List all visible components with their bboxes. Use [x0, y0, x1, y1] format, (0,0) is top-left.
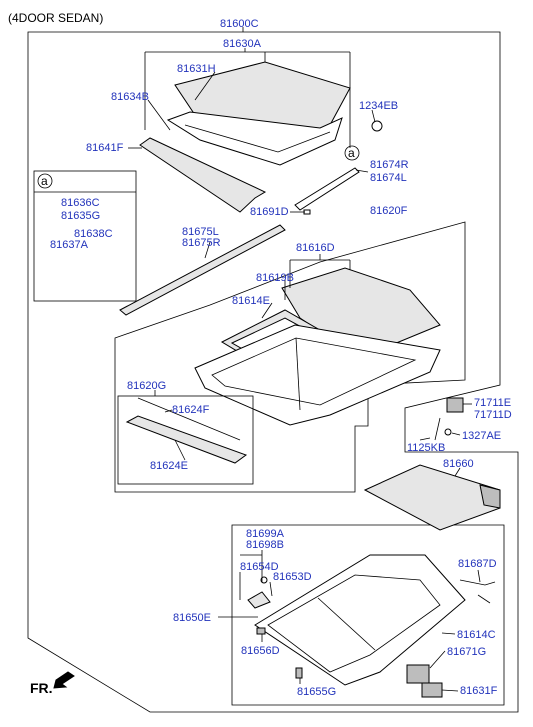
- label-81675r: 81675R: [182, 237, 221, 249]
- label-81619b: 81619B: [256, 272, 294, 284]
- label-81675l: 81675L: [182, 226, 219, 238]
- page-title: (4DOOR SEDAN): [8, 11, 103, 25]
- detail-box-a: [33, 170, 137, 302]
- label-81631h: 81631H: [177, 63, 216, 75]
- motor-frame-inner: [267, 574, 441, 673]
- leader-1327ae: [451, 432, 461, 436]
- leader-81687d: [477, 569, 481, 583]
- leader-81614e: [261, 302, 273, 319]
- label-71711d: 71711D: [474, 409, 512, 421]
- label-1327ae: 1327AE: [462, 430, 501, 442]
- label-81614c: 81614C: [457, 629, 496, 641]
- screw-81653d: [260, 576, 268, 584]
- leader-81660: [454, 467, 461, 477]
- leader-1125kb: [419, 437, 431, 441]
- leader-81671g: [429, 650, 446, 669]
- guide-81654d: [247, 591, 271, 609]
- label-81634b: 81634B: [111, 91, 149, 103]
- rear-strip-81624f: [137, 397, 241, 441]
- label-81635g: 81635G: [61, 210, 100, 222]
- leader-81653d: [269, 581, 273, 597]
- label-81630a: 81630A: [223, 38, 262, 50]
- label-81641f: 81641F: [86, 142, 124, 154]
- label-81624f: 81624F: [172, 404, 210, 416]
- rear-glass-81616d: [281, 267, 441, 359]
- label-81654d: 81654D: [240, 561, 279, 573]
- label-81698b: 81698B: [246, 539, 284, 551]
- leader-81614c: [441, 632, 456, 635]
- label-81699a: 81699A: [246, 528, 285, 540]
- leader-81675: [204, 241, 211, 259]
- hose-81687d-end: [477, 594, 491, 604]
- motor-frame-81650e: [254, 554, 466, 686]
- direction-label: FR.: [30, 680, 53, 696]
- label-81631f: 81631F: [460, 685, 498, 697]
- direction-arrow-icon: [53, 671, 75, 689]
- label-81600c: 81600C: [220, 18, 259, 30]
- label-81614e: 81614E: [232, 295, 270, 307]
- hose-81687d: [459, 579, 496, 586]
- label-81637a: 81637A: [50, 239, 89, 251]
- bracket-71711: [446, 397, 464, 413]
- label-81687d: 81687D: [458, 558, 497, 570]
- detail-marker-letter: a: [41, 174, 48, 188]
- rear-strip-box: [117, 395, 254, 485]
- outer-assembly-boundary: [27, 31, 519, 713]
- leader-81631f: [441, 689, 459, 692]
- label-81691d: 81691D: [250, 206, 289, 218]
- label-81638c: 81638C: [74, 228, 113, 240]
- label-81656d: 81656D: [241, 645, 280, 657]
- label-81616d: 81616D: [296, 242, 335, 254]
- label-1234eb: 1234EB: [359, 100, 398, 112]
- label-81636c: 81636C: [61, 197, 100, 209]
- label-81671g: 81671G: [447, 646, 486, 658]
- label-81653d: 81653D: [273, 571, 312, 583]
- label-81655g: 81655G: [297, 686, 336, 698]
- label-81620f: 81620F: [370, 205, 408, 217]
- leader-81624e: [174, 439, 186, 461]
- seal-strip-81674: [294, 167, 360, 211]
- clip-1234eb: [371, 120, 383, 132]
- label-81674l: 81674L: [370, 172, 407, 184]
- motor-81671g: [406, 664, 430, 684]
- sunroof-frame-crossbar: [295, 337, 301, 411]
- label-81624e: 81624E: [150, 460, 188, 472]
- callout-a-letter: a: [348, 146, 355, 160]
- leader-81631h: [194, 71, 216, 101]
- label-71711e: 71711E: [474, 397, 511, 409]
- glass-frame-inner-edge: [184, 124, 331, 153]
- bracket-81656d: [256, 627, 266, 635]
- label-81660: 81660: [443, 458, 474, 470]
- detail-marker-circle: [37, 173, 53, 189]
- leader-81624f: [164, 409, 173, 413]
- clip-81655g: [295, 667, 303, 679]
- sunshade-roller: [479, 484, 501, 509]
- leader-81634b: [147, 99, 171, 131]
- leader-81699a: [240, 550, 263, 582]
- callout-a-circle: [344, 145, 360, 161]
- sunshade-81660: [363, 464, 501, 531]
- leader-81630a: [144, 48, 351, 148]
- leader-81674: [355, 169, 369, 173]
- label-1125kb: 1125KB: [407, 442, 445, 454]
- label-81650e: 81650E: [173, 612, 211, 624]
- glass-frame-81630a: [166, 111, 343, 166]
- deflector-81641f: [139, 137, 267, 213]
- label-81620g: 81620G: [127, 380, 166, 392]
- sunroof-frame-opening: [211, 337, 417, 406]
- nut-1327ae: [444, 428, 452, 436]
- bolt-1125kb: [434, 417, 441, 441]
- rear-strip-81624e: [125, 415, 248, 464]
- motor-frame-crossbar: [317, 597, 376, 651]
- label-81674r: 81674R: [370, 159, 409, 171]
- motor-assembly-boundary: [231, 524, 505, 706]
- leader-81616d: [289, 254, 351, 288]
- sunroof-frame-81620f: [194, 324, 441, 426]
- leader-1234eb: [371, 109, 376, 123]
- motor-81631f: [421, 682, 443, 698]
- drain-strip-81675: [119, 224, 286, 316]
